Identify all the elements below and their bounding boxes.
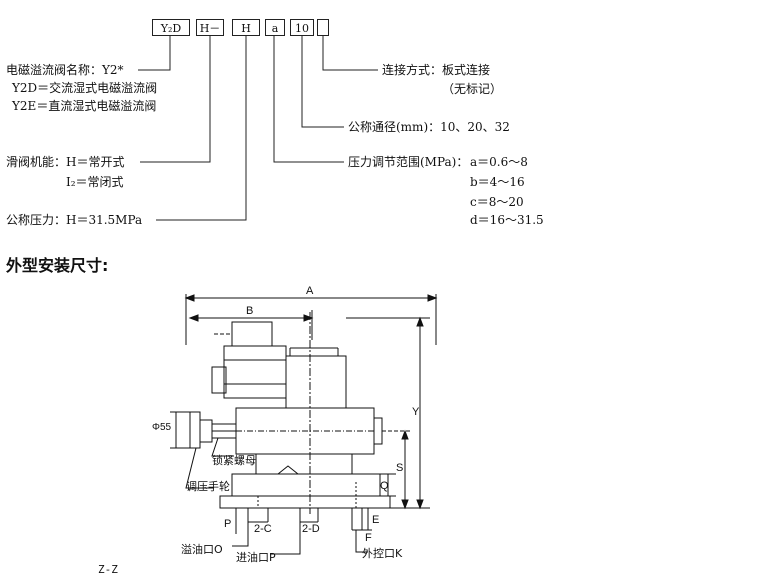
pressure-range-b: b＝4～16 (470, 175, 525, 189)
dim-y-label: Y (412, 406, 420, 418)
code-cell-pressure: H (232, 19, 260, 36)
pressure-range-c: c＝8～20 (470, 195, 524, 209)
dim-2d-label: 2-D (302, 523, 320, 535)
dim-phi55-label: Φ55 (152, 422, 172, 433)
view-label: Z-Z (98, 563, 118, 576)
overflow-port-label: 溢油口O (181, 543, 223, 556)
dim-2c-label: 2-C (254, 523, 272, 535)
slide-function-label: 滑阀机能：H＝常开式 (6, 155, 125, 169)
valve-y2d-label: Y2D＝交流湿式电磁溢流阀 (12, 81, 158, 95)
dim-f-label: F (365, 532, 372, 544)
pressure-range-d: d＝16～31.5 (470, 213, 544, 227)
dim-b-label: B (246, 305, 254, 317)
inlet-port-label: 进油口P (236, 551, 276, 564)
valve-name-label: 电磁溢流阀名称：Y2* (6, 63, 124, 77)
code-cell-slide: H－ (196, 19, 224, 36)
code-cell-connection (317, 19, 329, 36)
nominal-pressure-label: 公称压力：H＝31.5MPa (6, 213, 143, 227)
dim-q-label: Q (380, 480, 389, 492)
dim-p-label: P (224, 518, 232, 530)
lock-nut-label: 锁紧螺母 (212, 454, 256, 467)
nominal-diameter-label: 公称通径(mm)：10、20、32 (348, 120, 510, 134)
pressure-range-title: 压力调节范围(MPa)： (348, 155, 469, 169)
code-cell-range: a (265, 19, 285, 36)
dim-e-label: E (372, 514, 380, 526)
section-title: 外型安装尺寸: (6, 256, 109, 275)
dim-s-label: S (396, 462, 404, 474)
external-port-label: 外控口K (362, 547, 403, 560)
code-cell-type: Y₂D (152, 19, 190, 36)
pressure-range-a: a＝0.6～8 (470, 155, 528, 169)
valve-y2e-label: Y2E＝直流湿式电磁溢流阀 (12, 99, 157, 113)
dim-a-label: A (306, 285, 314, 297)
connection-note-label: （无标记） (442, 82, 503, 96)
code-cell-diameter: 10 (290, 19, 314, 36)
slide-function-i2-label: I₂＝常闭式 (66, 175, 124, 189)
adjust-wheel-label: 调压手轮 (186, 480, 230, 493)
connection-method-label: 连接方式：板式连接 (382, 63, 491, 77)
